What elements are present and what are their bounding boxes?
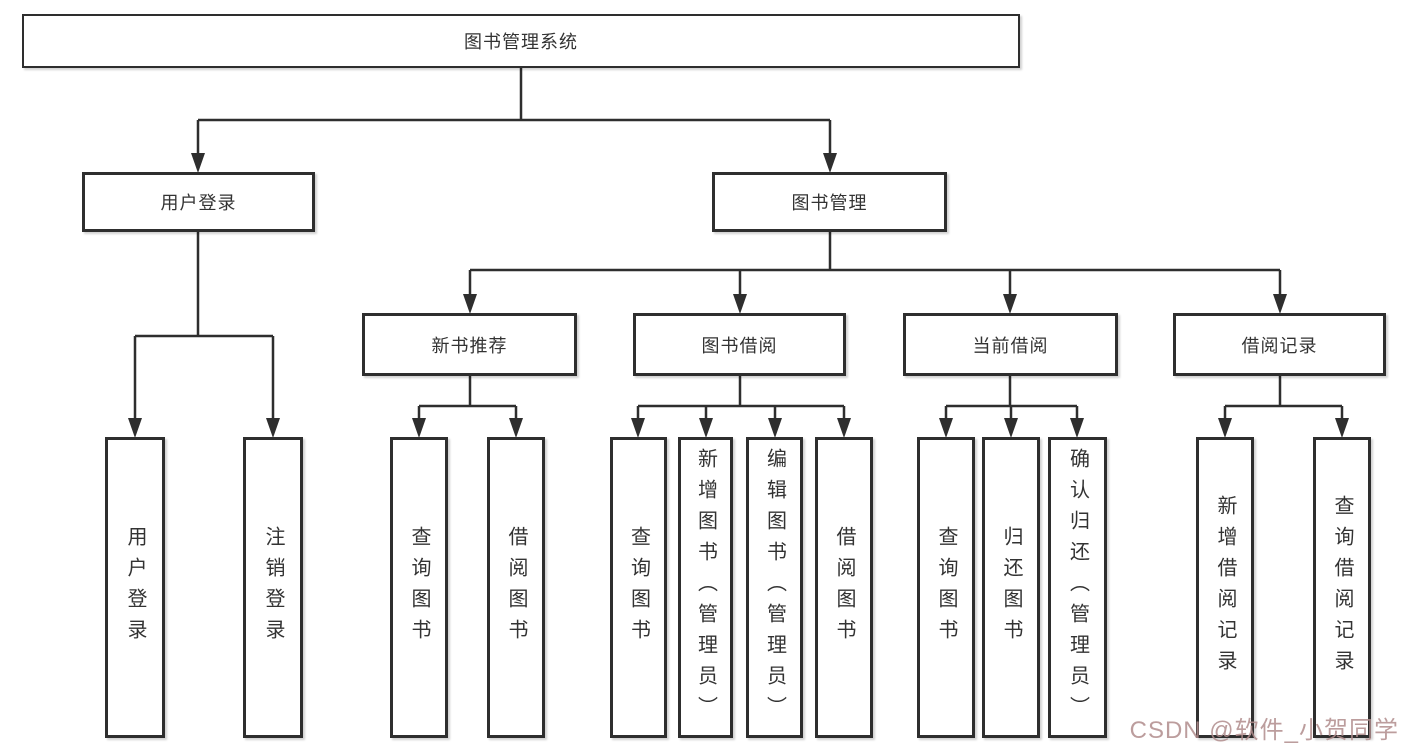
- leaf-borrow-books: 借阅图书: [815, 437, 873, 738]
- node-book-borrow-label: 图书借阅: [701, 335, 778, 356]
- node-root-label: 图书管理系统: [464, 32, 578, 52]
- leaf-borrow-query-books: 查询图书: [610, 437, 667, 738]
- leaf-add-books-admin-label: 新增图书（管理员）: [694, 448, 717, 727]
- node-borrow-records: 借阅记录: [1173, 313, 1386, 376]
- leaf-add-books-admin: 新增图书（管理员）: [678, 437, 733, 738]
- leaf-add-borrow-record: 新增借阅记录: [1196, 437, 1254, 738]
- leaf-user-login-label: 用户登录: [124, 525, 146, 650]
- node-root-library-system: 图书管理系统: [22, 14, 1020, 68]
- leaf-return-books-label: 归还图书: [1000, 525, 1022, 650]
- leaf-user-login: 用户登录: [105, 437, 165, 738]
- connector-records-to-leaves: [1223, 376, 1344, 427]
- leaf-edit-books-admin-label: 编辑图书（管理员）: [763, 448, 786, 727]
- leaf-newbook-borrow-books-label: 借阅图书: [505, 525, 527, 650]
- leaf-newbook-query-books: 查询图书: [390, 437, 448, 738]
- leaf-query-borrow-record-label: 查询借阅记录: [1331, 494, 1353, 681]
- leaf-edit-books-admin: 编辑图书（管理员）: [746, 437, 803, 738]
- arrowhead-icons: [128, 153, 1349, 438]
- node-book-management: 图书管理: [712, 172, 947, 232]
- leaf-newbook-query-books-label: 查询图书: [408, 525, 430, 650]
- leaf-borrow-query-books-label: 查询图书: [627, 525, 650, 650]
- leaf-logout: 注销登录: [243, 437, 303, 738]
- connector-currentborrow-to-leaves: [944, 376, 1079, 427]
- node-new-book-recommend-label: 新书推荐: [431, 335, 508, 356]
- leaf-return-books: 归还图书: [982, 437, 1040, 738]
- leaf-add-borrow-record-label: 新增借阅记录: [1214, 494, 1236, 681]
- connector-newbook-to-leaves: [417, 376, 518, 427]
- leaf-current-query-books: 查询图书: [917, 437, 975, 738]
- node-new-book-recommend: 新书推荐: [362, 313, 577, 376]
- node-borrow-records-label: 借阅记录: [1241, 335, 1318, 356]
- connector-root-to-level2: [196, 68, 832, 162]
- connector-bookborrow-to-leaves: [636, 376, 846, 427]
- node-current-borrow: 当前借阅: [903, 313, 1118, 376]
- leaf-confirm-return-admin-label: 确认归还（管理员）: [1066, 448, 1089, 727]
- node-user-login: 用户登录: [82, 172, 315, 232]
- leaf-logout-label: 注销登录: [262, 525, 284, 650]
- leaf-borrow-books-label: 借阅图书: [833, 525, 855, 650]
- node-user-login-label: 用户登录: [160, 193, 237, 213]
- leaf-current-query-books-label: 查询图书: [935, 525, 957, 650]
- leaf-confirm-return-admin: 确认归还（管理员）: [1048, 437, 1107, 738]
- leaf-query-borrow-record: 查询借阅记录: [1313, 437, 1371, 738]
- leaf-newbook-borrow-books: 借阅图书: [487, 437, 545, 738]
- connector-userlogin-to-leaves: [133, 232, 275, 427]
- node-book-management-label: 图书管理: [791, 193, 868, 213]
- node-book-borrow: 图书借阅: [633, 313, 846, 376]
- connector-bookmgmt-to-level3: [468, 232, 1282, 303]
- node-current-borrow-label: 当前借阅: [972, 335, 1049, 356]
